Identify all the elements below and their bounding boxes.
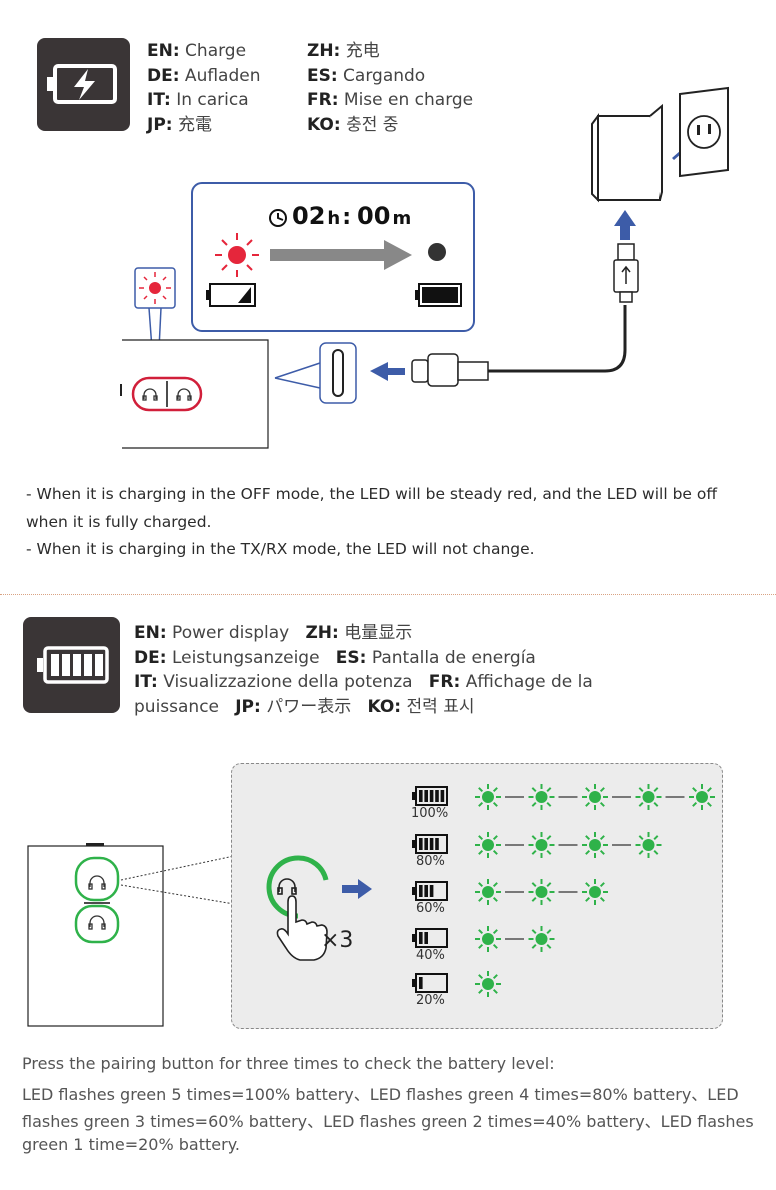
battery-level-label: 80% [416,854,445,869]
headphone-1-icon [142,388,158,401]
pair-button-1 [74,856,120,902]
power-adapter-icon [591,103,663,203]
battery-charging-icon [47,64,117,104]
receiver-device-diagram [27,843,235,1027]
charge-lang-fr: FR: Mise en charge [307,90,474,110]
green-led-flash-icon [635,832,662,858]
flash-sequence [475,784,715,810]
charge-lang-es: ES: Cargando [307,65,426,86]
battery-level-icon [412,834,448,854]
green-led-flash-icon [528,879,555,905]
charge-lang-ko: KO: 충전 중 [307,114,399,135]
headphone-1-icon [88,875,106,890]
battery-level-icon [412,928,448,948]
full-battery-icon [415,283,462,307]
battery-level-label: 20% [416,993,445,1008]
charge-lang-it: IT: In carica [147,90,249,110]
charge-icon-box [37,38,130,131]
charge-note-line: when it is fully charged. [26,513,212,531]
green-led-flash-icon [528,832,555,858]
insert-arrow-icon [370,362,405,381]
charge-lang-de: DE: Aufladen [147,65,261,86]
charge-note-line: - When it is charging in the TX/RX mode,… [26,540,535,558]
power-icon-box [23,617,120,713]
timer-colon: : [342,205,352,230]
battery-level-label: 100% [411,806,449,821]
timer-hours: 02 [292,202,326,230]
power-description-line: Press the pairing button for three times… [22,1054,555,1073]
pair-button-press-icon [266,855,299,919]
green-led-flash-icon [475,971,501,997]
flash-sequence [475,832,662,858]
green-led-flash-icon [689,784,715,810]
transmitter-device [120,339,269,449]
low-battery-icon [206,283,256,307]
usb-c-port-icon [332,349,344,397]
transition-arrow-icon [270,240,412,270]
power-lang-line: EN: Power display ZH: 电量显示 [134,623,413,643]
press-count-label: ×3 [321,928,354,953]
green-led-flash-icon [528,926,555,952]
battery-level-icon [412,786,448,806]
charging-led-diagram [120,182,627,449]
pointing-hand-icon [276,895,328,961]
off-led-icon [428,243,446,261]
headphone-2-icon [176,388,192,401]
pair-button-2 [74,904,120,944]
timer-clock-icon [269,209,287,227]
power-lang-line: DE: Leistungsanzeige ES: Pantalla de ene… [134,647,536,668]
charge-lang-jp: JP: 充電 [147,114,212,135]
timer-minutes: 00 [357,202,391,230]
charge-lang-zh: ZH: 充电 [307,41,380,61]
battery-full-icon [37,646,109,684]
battery-level-label: 40% [416,948,445,963]
green-led-flash-icon [582,784,608,810]
power-description-line: green 1 time=20% battery. [22,1135,240,1154]
wall-socket-icon [679,86,729,178]
usb-c-cable-icon [411,305,627,387]
green-led-flash-icon [635,784,662,810]
headphone-2-icon [88,915,106,930]
battery-level-label: 60% [416,901,445,916]
power-adapter-diagram [591,86,729,303]
timer-h-unit: h [327,208,341,229]
power-description-line: LED flashes green 5 times=100% battery、L… [22,1085,739,1104]
red-led-icon [215,233,259,277]
battery-level-icon [412,973,448,993]
green-led-flash-icon [475,784,501,810]
flash-sequence [475,926,555,952]
green-led-flash-icon [582,832,608,858]
red-led-small-icon [139,272,171,304]
battery-level-icon [412,881,448,901]
headphone-1-icon [277,878,297,895]
usb-a-plug-icon [613,243,639,303]
green-led-flash-icon [582,879,608,905]
flash-sequence [475,879,608,905]
green-led-flash-icon [475,879,501,905]
charge-note-line: - When it is charging in the OFF mode, t… [26,485,718,503]
timer-m-unit: m [392,208,412,229]
power-lang-line: IT: Visualizzazione della potenza FR: Af… [134,672,593,692]
up-arrow-icon [614,210,636,240]
section-divider [0,594,776,595]
power-description-line: flashes green 3 times=60% battery、LED fl… [22,1112,754,1131]
green-led-flash-icon [528,784,555,810]
press-button-diagram [266,855,329,961]
green-led-flash-icon [475,832,501,858]
power-lang-line: puissance JP: パワー表示 KO: 전력 표시 [134,696,475,717]
green-led-flash-icon [475,926,501,952]
charge-lang-en: EN: Charge [147,41,247,61]
flash-sequence [475,971,501,997]
right-arrow-icon [342,879,372,899]
